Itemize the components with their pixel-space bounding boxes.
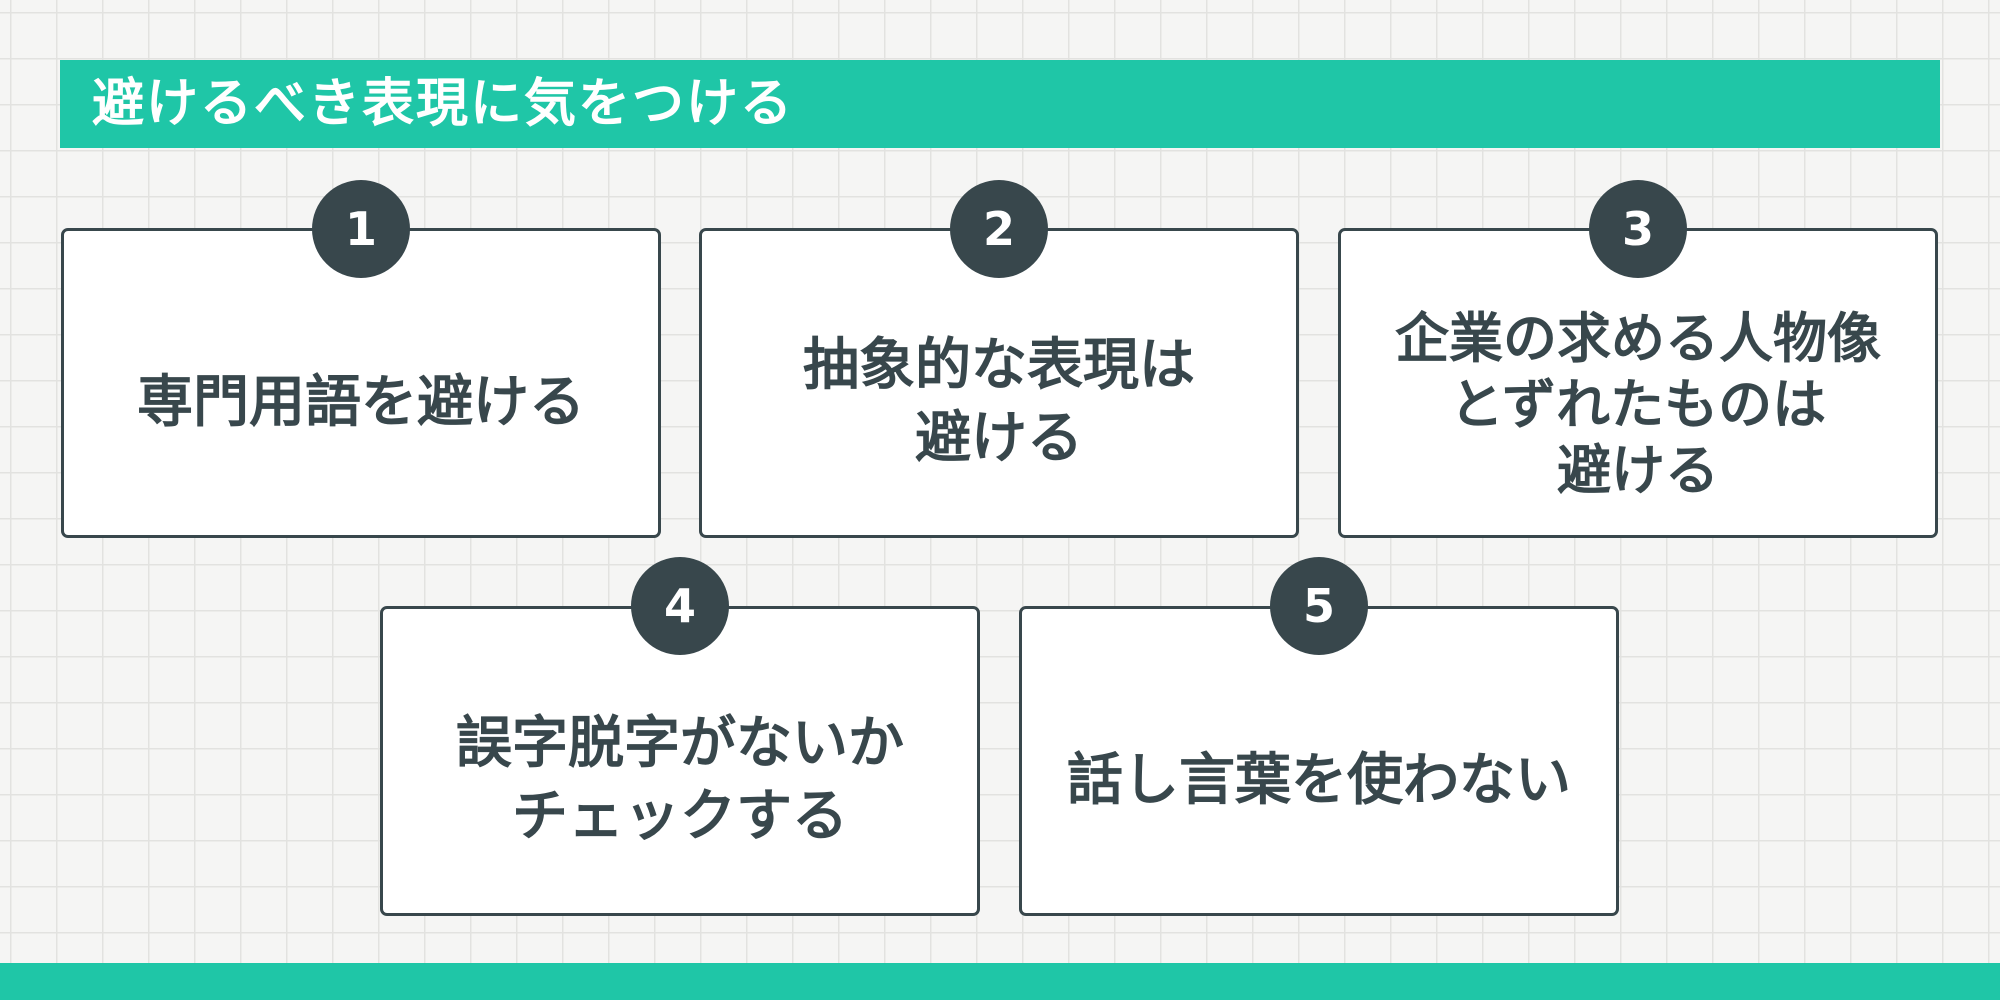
item-card-5: 話し言葉を使わない bbox=[1019, 606, 1619, 916]
item-number-badge-1: 1 bbox=[312, 180, 410, 278]
item-card-2: 抽象的な表現は 避ける bbox=[699, 228, 1299, 538]
item-card-4-text: 誤字脱字がないか チェックする bbox=[456, 711, 904, 849]
item-number-badge-5: 5 bbox=[1270, 557, 1368, 655]
item-number-badge-4: 4 bbox=[631, 557, 729, 655]
item-card-1: 専門用語を避ける bbox=[61, 228, 661, 538]
item-card-4: 誤字脱字がないか チェックする bbox=[380, 606, 980, 916]
item-number-badge-3: 3 bbox=[1589, 180, 1687, 278]
item-number-badge-2: 2 bbox=[950, 180, 1048, 278]
item-card-3: 企業の求める人物像 とずれたものは 避ける bbox=[1338, 228, 1938, 538]
footer-bar bbox=[0, 963, 2000, 1000]
item-card-5-text: 話し言葉を使わない bbox=[1067, 747, 1571, 813]
item-card-1-text: 専門用語を避ける bbox=[137, 369, 585, 435]
item-card-2-text: 抽象的な表現は 避ける bbox=[803, 333, 1195, 471]
title-banner: 避けるべき表現に気をつける bbox=[60, 60, 1940, 148]
item-card-3-text: 企業の求める人物像 とずれたものは 避ける bbox=[1395, 307, 1881, 502]
page-title: 避けるべき表現に気をつける bbox=[92, 74, 795, 134]
